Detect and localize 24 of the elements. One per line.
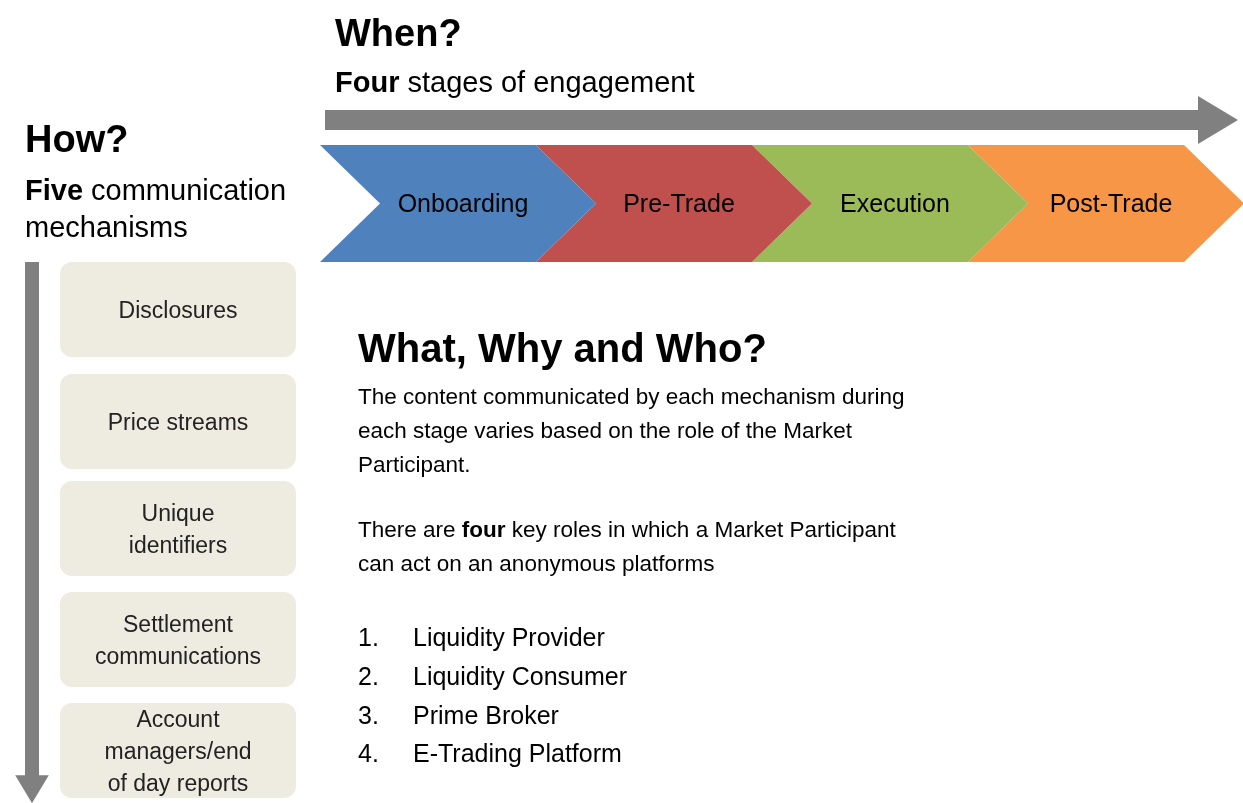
subheading: Five communication mechanisms [25, 173, 288, 245]
list-number: 1. [358, 623, 379, 652]
mechanism-card: Price streams [60, 374, 296, 469]
paragraph: There are four key roles in which a Market Participant can act on an anonymous platforms [358, 516, 897, 578]
stage-banner: Post-Trade [968, 145, 1243, 262]
subheading: Four stages of engagement [335, 66, 695, 99]
stage-banner: Execution [752, 145, 1028, 262]
mechanism-card: Disclosures [60, 262, 296, 357]
list-number: 2. [358, 662, 379, 691]
list-number: 4. [358, 739, 379, 768]
list-number: 3. [358, 701, 379, 730]
mechanism-card: Account managers/end of day reports [60, 703, 296, 798]
paragraph: The content communicated by each mechanism during each stage varies based on the role of the Market Participant. [358, 383, 906, 479]
heading: How? [25, 118, 129, 161]
list-item: Liquidity Provider [413, 623, 605, 652]
mechanism-card: Unique identifiers [60, 481, 296, 576]
heading: What, Why and Who? [358, 326, 767, 371]
list-item: Prime Broker [413, 701, 559, 730]
list-item: E-Trading Platform [413, 739, 622, 768]
heading: When? [335, 12, 462, 55]
mechanism-card: Settlement communications [60, 592, 296, 687]
stage-banner: Pre-Trade [536, 145, 812, 262]
list-item: Liquidity Consumer [413, 662, 627, 691]
stage-banner: Onboarding [320, 145, 596, 262]
